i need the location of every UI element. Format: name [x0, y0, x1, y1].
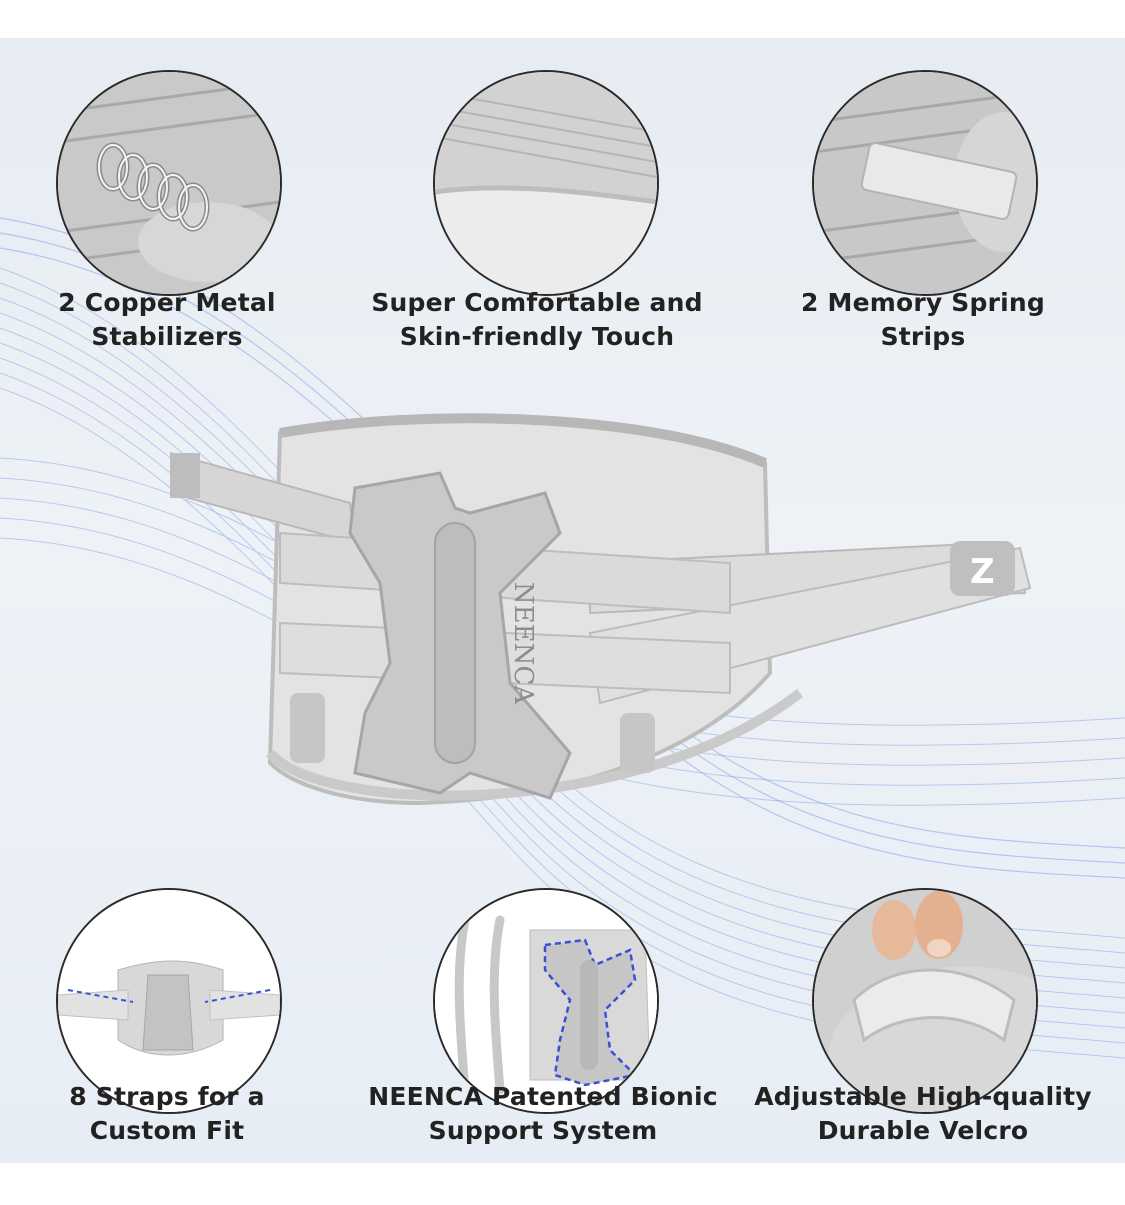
bionic-support-caption: NEENCA Patented Bionic Support System [363, 1080, 723, 1148]
bionic-panel-icon [435, 890, 657, 1112]
mesh-fabric-icon [435, 72, 657, 294]
product-infographic: 2 Copper Metal Stabilizers Super Comfort… [0, 38, 1125, 1163]
caption-line: Stabilizers [91, 322, 243, 351]
straps-icon [58, 890, 280, 1112]
memory-strips-caption: 2 Memory Spring Strips [743, 286, 1103, 354]
caption-line: Strips [880, 322, 966, 351]
caption-line: NEENCA Patented Bionic [368, 1082, 718, 1111]
velcro-caption: Adjustable High-quality Durable Velcro [743, 1080, 1103, 1148]
velcro-image [812, 888, 1038, 1114]
caption-line: Super Comfortable and [371, 288, 703, 317]
spring-coil-icon [58, 72, 280, 294]
memory-strips-image [812, 70, 1038, 296]
eight-straps-image [56, 888, 282, 1114]
caption-line: Adjustable High-quality [754, 1082, 1092, 1111]
caption-line: Custom Fit [89, 1116, 245, 1145]
skin-friendly-caption: Super Comfortable and Skin-friendly Touc… [357, 286, 717, 354]
strap-logo: Z [970, 552, 995, 592]
caption-line: Durable Velcro [817, 1116, 1029, 1145]
caption-line: 8 Straps for a [69, 1082, 265, 1111]
velcro-finger-icon [814, 890, 1036, 1112]
caption-line: Support System [428, 1116, 658, 1145]
copper-stabilizers-image [56, 70, 282, 296]
back-brace-illustration: Z NEENCA [170, 413, 1032, 806]
eight-straps-caption: 8 Straps for a Custom Fit [0, 1080, 347, 1148]
metal-strip-icon [814, 72, 1036, 294]
caption-line: 2 Copper Metal [58, 288, 276, 317]
bionic-support-image [433, 888, 659, 1114]
brace-brand-text: NEENCA [508, 582, 538, 705]
skin-friendly-image [433, 70, 659, 296]
copper-stabilizers-caption: 2 Copper Metal Stabilizers [0, 286, 347, 354]
caption-line: 2 Memory Spring [801, 288, 1045, 317]
caption-line: Skin-friendly Touch [399, 322, 675, 351]
